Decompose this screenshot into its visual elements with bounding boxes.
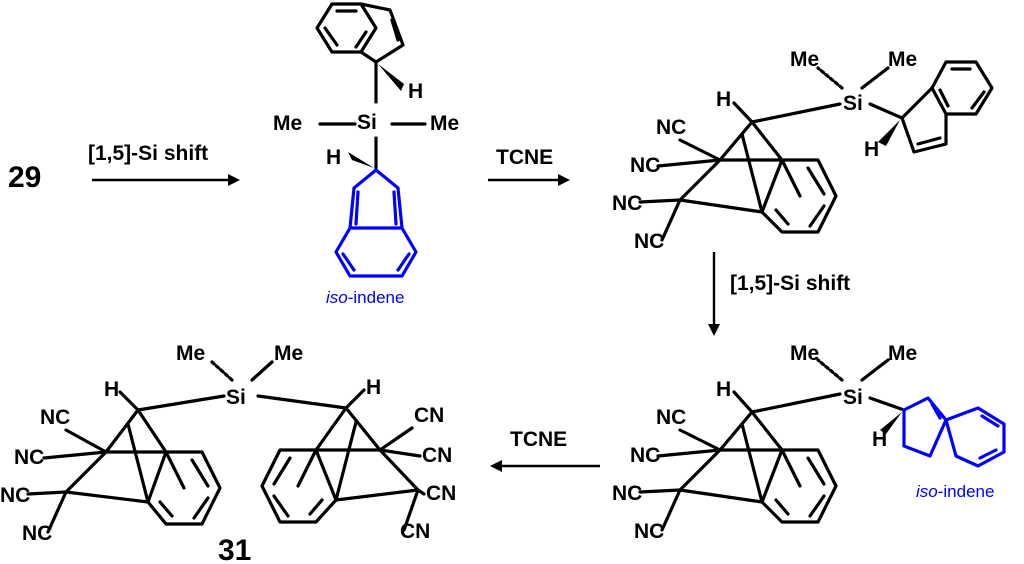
arrow-step-2: TCNE <box>488 146 570 186</box>
nc-label: NC <box>40 406 70 429</box>
me-label: Me <box>273 112 302 135</box>
intermediate-2: H NC NC NC NC Si Me Me <box>612 48 994 253</box>
compound-31-label: 31 <box>218 534 251 564</box>
me-label: Me <box>790 342 819 365</box>
nc-label: NC <box>630 154 660 177</box>
nc-label: NC <box>14 446 44 469</box>
h-label: H <box>864 138 879 161</box>
step-3-label: [1,5]-Si shift <box>730 272 850 295</box>
iso-indene-label: iso-indene <box>326 288 404 307</box>
me-label: Me <box>176 342 205 365</box>
nc-label: NC <box>22 522 52 545</box>
nc-label: NC <box>612 192 642 215</box>
h-label: H <box>872 428 887 451</box>
h-label: H <box>366 376 381 399</box>
nc-label: NC <box>0 484 30 507</box>
h-label: H <box>408 80 423 103</box>
me-label: Me <box>888 48 917 71</box>
nc-label: NC <box>630 444 660 467</box>
me-label: Me <box>790 48 819 71</box>
nc-label: NC <box>612 482 642 505</box>
cn-label: CN <box>414 404 444 427</box>
h-label: H <box>716 378 731 401</box>
si-label: Si <box>226 386 246 409</box>
nc-label: NC <box>656 116 686 139</box>
arrow-step-1: [1,5]-Si shift <box>88 142 240 186</box>
step-1-label: [1,5]-Si shift <box>88 142 208 165</box>
si-label: Si <box>357 111 377 134</box>
intermediate-1: H Si Me Me H iso-indene <box>273 2 459 307</box>
product-31: Me Me Si H NC NC NC NC H <box>0 342 456 564</box>
arrow-step-4: TCNE <box>490 428 600 472</box>
si-label: Si <box>843 386 863 409</box>
h-label: H <box>326 146 341 169</box>
iso-indene-label: iso-indene <box>916 482 994 501</box>
arrow-step-3: [1,5]-Si shift <box>708 252 850 336</box>
nc-label: NC <box>634 230 664 253</box>
cn-label: CN <box>422 444 452 467</box>
me-label: Me <box>274 342 303 365</box>
step-4-label: TCNE <box>510 428 567 451</box>
si-label: Si <box>843 92 863 115</box>
me-label: Me <box>888 342 917 365</box>
h-label: H <box>104 378 119 401</box>
nc-label: NC <box>634 520 664 543</box>
h-label: H <box>716 88 731 111</box>
cn-label: CN <box>400 520 430 543</box>
nc-label: NC <box>656 406 686 429</box>
compound-29-label: 29 <box>8 161 41 194</box>
step-2-label: TCNE <box>496 146 553 169</box>
me-label: Me <box>430 112 459 135</box>
cn-label: CN <box>426 482 456 505</box>
intermediate-3: H NC NC NC NC Si Me Me H iso-indene <box>612 342 1006 543</box>
